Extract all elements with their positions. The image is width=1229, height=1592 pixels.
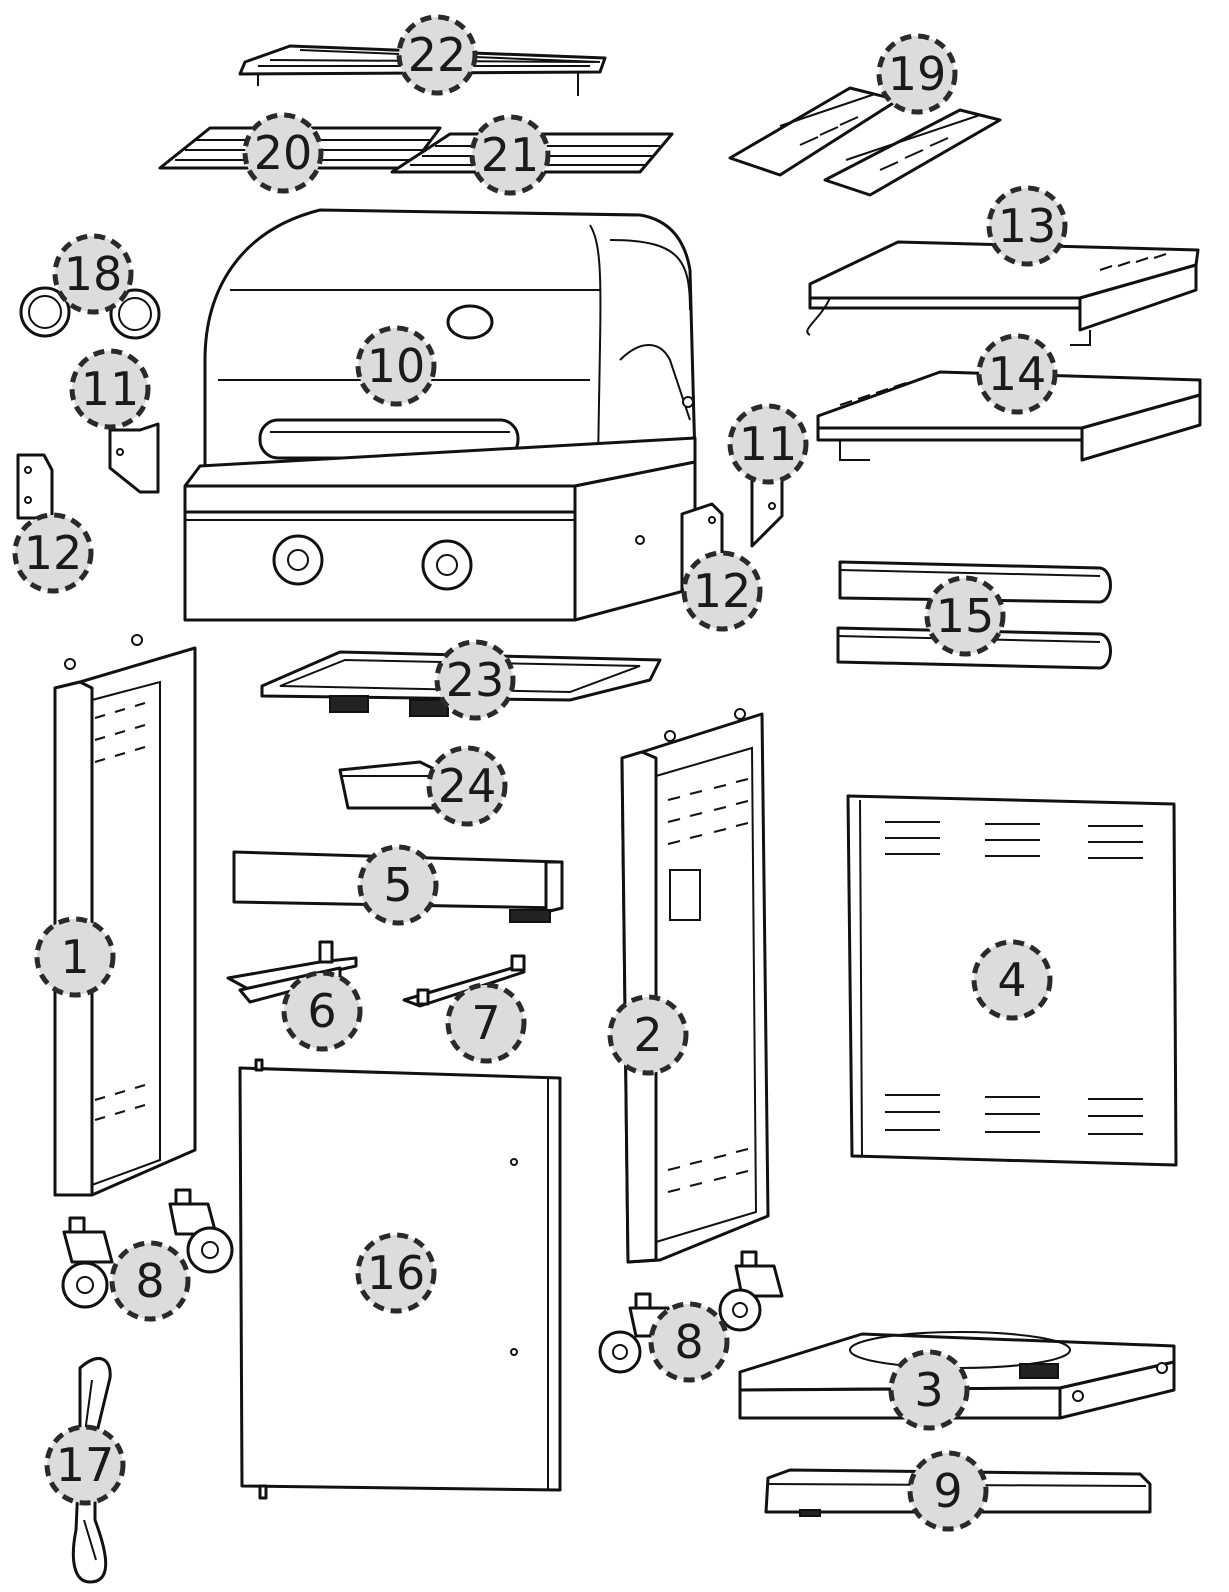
label-badge-12-left: 12	[12, 512, 94, 594]
part-1-left-side-panel	[53, 634, 197, 1197]
part-19-flame-tamers	[728, 86, 1002, 197]
part-10-grill-head	[183, 208, 697, 622]
label-20-text: 20	[254, 126, 313, 180]
label-5-text: 5	[383, 858, 412, 912]
label-badge-8-left: 8	[109, 1240, 191, 1322]
part-11-bracket-left	[108, 422, 160, 494]
label-2-text: 2	[633, 1008, 662, 1062]
label-9-text: 9	[933, 1464, 962, 1518]
label-badge-14: 14	[976, 333, 1058, 415]
label-23-text: 23	[446, 653, 505, 707]
label-badge-17: 17	[44, 1424, 126, 1506]
label-3-text: 3	[914, 1363, 943, 1417]
label-badge-7: 7	[445, 982, 527, 1064]
label-badge-2: 2	[607, 994, 689, 1076]
label-badge-11-right: 11	[727, 403, 809, 485]
label-badge-21: 21	[469, 114, 551, 196]
label-badge-5: 5	[357, 844, 439, 926]
label-13-text: 13	[998, 199, 1057, 253]
label-11-right-text: 11	[739, 417, 798, 471]
label-badge-1: 1	[34, 916, 116, 998]
label-8-right-text: 8	[674, 1315, 703, 1369]
label-badge-8-right: 8	[648, 1301, 730, 1383]
part-18-control-knobs	[19, 286, 161, 340]
label-7-text: 7	[471, 996, 500, 1050]
label-badge-19: 19	[876, 33, 958, 115]
label-4-text: 4	[997, 953, 1026, 1007]
label-badge-16: 16	[355, 1232, 437, 1314]
part-2-right-side-panel	[620, 708, 770, 1264]
label-badge-18: 18	[52, 233, 134, 315]
label-badge-22: 22	[396, 14, 478, 96]
label-6-text: 6	[307, 984, 336, 1038]
label-21-text: 21	[481, 128, 540, 182]
label-badge-20: 20	[242, 112, 324, 194]
label-12-left-text: 12	[24, 526, 83, 580]
label-11-left-text: 11	[81, 362, 140, 416]
label-badge-3: 3	[888, 1349, 970, 1431]
label-badge-11-left: 11	[69, 348, 151, 430]
label-19-text: 19	[888, 47, 947, 101]
part-12-bracket-left	[16, 453, 54, 520]
part-7-bracket	[402, 954, 526, 1008]
label-22-text: 22	[408, 28, 467, 82]
label-badge-12-right: 12	[681, 550, 763, 632]
label-18-text: 18	[64, 247, 123, 301]
label-14-text: 14	[988, 347, 1047, 401]
part-8-casters-left	[61, 1188, 234, 1309]
label-10-text: 10	[367, 339, 426, 393]
label-badge-24: 24	[426, 745, 508, 827]
part-13-side-shelf	[806, 240, 1200, 346]
label-badge-4: 4	[971, 939, 1053, 1021]
label-1-text: 1	[60, 930, 89, 984]
label-badge-23: 23	[434, 639, 516, 721]
label-8-left-text: 8	[135, 1254, 164, 1308]
label-17-text: 17	[56, 1438, 115, 1492]
label-16-text: 16	[367, 1246, 426, 1300]
label-badge-15: 15	[924, 575, 1006, 657]
label-24-text: 24	[438, 759, 497, 813]
label-15-text: 15	[936, 589, 995, 643]
label-badge-6: 6	[281, 970, 363, 1052]
label-badge-9: 9	[907, 1450, 989, 1532]
label-12-right-text: 12	[693, 564, 752, 618]
label-badge-10: 10	[355, 325, 437, 407]
part-24-grease-cup	[338, 760, 442, 810]
label-badge-13: 13	[986, 185, 1068, 267]
